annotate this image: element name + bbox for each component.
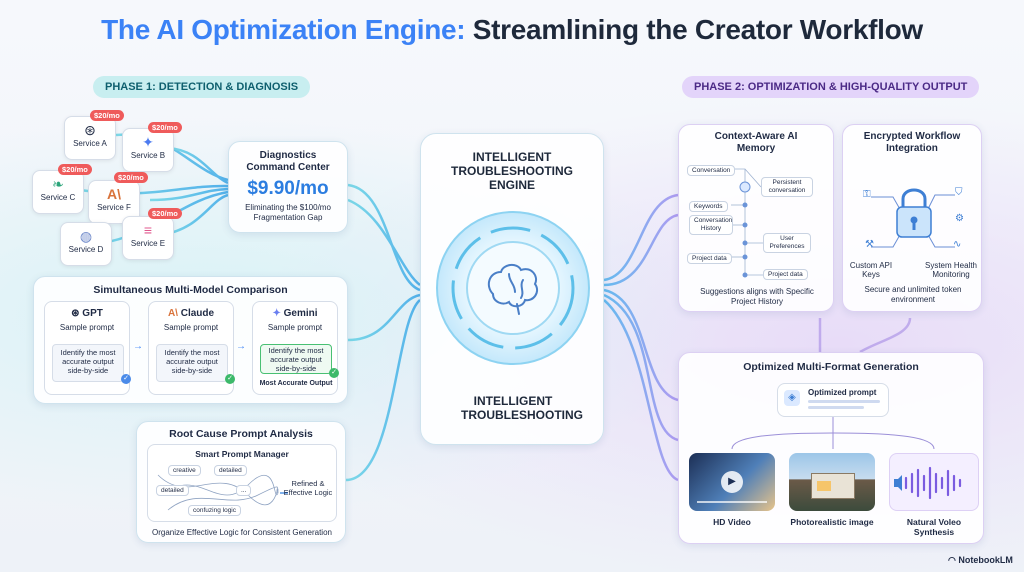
leaf-icon: ❧ bbox=[52, 176, 64, 192]
service-b-card[interactable]: ✦ Service B bbox=[122, 128, 174, 172]
tag-detailed-2: detailed bbox=[156, 485, 189, 496]
prompt-manager-title: Smart Prompt Manager bbox=[195, 449, 289, 459]
shell-icon: ◍ bbox=[79, 228, 93, 244]
notebook-icon: ◠ bbox=[948, 555, 959, 565]
window-shape bbox=[817, 481, 831, 491]
encrypted-caption: Secure and unlimited token environment bbox=[864, 285, 962, 304]
pulse-icon: ∿ bbox=[953, 239, 962, 250]
service-c-card[interactable]: ❧ Service C bbox=[32, 170, 84, 214]
anthropic-icon: A\ bbox=[107, 186, 121, 202]
model-gemini-card[interactable]: ✦ Gemini Sample prompt Identify the most… bbox=[252, 301, 339, 395]
memory-card: Context-Aware AI Memory Conversation Key… bbox=[678, 124, 834, 312]
play-icon[interactable]: ▶ bbox=[721, 471, 743, 493]
tag-confusing-logic: confuzing logic bbox=[188, 505, 241, 516]
memory-title: Context-Aware AI Memory bbox=[714, 131, 798, 154]
service-e-price: $20/mo bbox=[148, 208, 182, 219]
voice-synthesis-thumbnail[interactable] bbox=[889, 453, 979, 511]
engine-card: INTELLIGENT TROUBLESHOOTING ENGINE INTEL… bbox=[420, 133, 604, 445]
stack-icon: ≡ bbox=[143, 222, 153, 238]
anthropic-icon: A\ bbox=[167, 308, 181, 319]
tag-detailed: detailed bbox=[214, 465, 247, 476]
memory-tag-persistent: Persistent conversation bbox=[761, 177, 813, 197]
sparkle-icon: ✦ bbox=[272, 308, 284, 319]
hd-video-label: HD Video bbox=[713, 517, 751, 527]
memory-tag-history: Conversation History bbox=[689, 215, 733, 235]
lock-graphic bbox=[871, 188, 955, 248]
encrypted-title: Encrypted Workflow Integration bbox=[863, 131, 961, 154]
arrow-right-icon: → bbox=[236, 341, 246, 352]
photorealistic-image-thumbnail[interactable] bbox=[789, 453, 875, 511]
engine-title-top: INTELLIGENT TROUBLESHOOTING ENGINE bbox=[451, 150, 573, 192]
service-a-price: $20/mo bbox=[90, 110, 124, 121]
check-icon: ✓ bbox=[329, 368, 339, 378]
custom-api-keys-label: Custom API Keys bbox=[849, 261, 893, 279]
service-e-card[interactable]: ≡ Service E bbox=[122, 216, 174, 260]
brain-ring bbox=[436, 211, 590, 365]
gear-icon: ⚙ bbox=[955, 213, 964, 224]
brand-logo: ◠ NotebookLM bbox=[948, 555, 1013, 565]
prompt-manager-panel: Smart Prompt Manager creative detailed d… bbox=[147, 444, 337, 522]
model-claude-card[interactable]: A\ Claude Sample prompt Identify the mos… bbox=[148, 301, 235, 395]
diagnostics-card: Diagnostics Command Center $9.90/mo Elim… bbox=[228, 141, 348, 233]
memory-tag-project-data-2: Project data bbox=[763, 269, 808, 280]
arrow-right-icon: → bbox=[133, 341, 143, 352]
service-c-price: $20/mo bbox=[58, 164, 92, 175]
voice-synthesis-label: Natural Voleo Synthesis bbox=[906, 517, 962, 537]
openai-icon: ⊛ bbox=[84, 122, 96, 138]
tag-creative: creative bbox=[168, 465, 201, 476]
openai-icon: ⊛ bbox=[71, 308, 83, 319]
memory-tag-conversation: Conversation bbox=[687, 165, 736, 176]
memory-caption: Suggestions aligns with Specific Project… bbox=[700, 287, 814, 306]
system-health-label: System Health Monitoring bbox=[924, 261, 978, 279]
root-cause-title: Root Cause Prompt Analysis bbox=[169, 428, 313, 440]
optimized-prompt-box: ◈ Optimized prompt bbox=[777, 383, 889, 417]
memory-tag-project-data: Project data bbox=[687, 253, 732, 264]
diagnostics-price: $9.90/mo bbox=[247, 178, 329, 199]
text-line bbox=[808, 400, 880, 403]
model-gpt-output: Identify the most accurate output side-b… bbox=[52, 344, 124, 382]
check-icon: ✓ bbox=[225, 374, 235, 384]
service-d-card[interactable]: ◍ Service D bbox=[60, 222, 112, 266]
encrypted-card: Encrypted Workflow Integration ⚿ ⛉ ⚙ ∿ ⚒… bbox=[842, 124, 982, 312]
comparison-card: Simultaneous Multi-Model Comparison ⊛ GP… bbox=[33, 276, 348, 404]
key-icon: ⚿ bbox=[863, 189, 871, 200]
optimized-prompt-label: Optimized prompt bbox=[808, 388, 877, 397]
photorealistic-label: Photorealistic image bbox=[790, 517, 874, 527]
root-cause-caption: Organize Effective Logic for Consistent … bbox=[152, 528, 332, 537]
service-b-price: $20/mo bbox=[148, 122, 182, 133]
chip-icon: ◈ bbox=[784, 390, 800, 406]
generation-connectors bbox=[731, 417, 935, 450]
refined-logic-label: Refined & Effective Logic bbox=[283, 479, 333, 497]
root-cause-card: Root Cause Prompt Analysis Smart Prompt … bbox=[136, 421, 346, 543]
engine-title-bottom: INTELLIGENT TROUBLESHOOTING bbox=[461, 394, 583, 422]
comparison-title: Simultaneous Multi-Model Comparison bbox=[93, 284, 288, 296]
phase2-badge: PHASE 2: OPTIMIZATION & HIGH-QUALITY OUT… bbox=[682, 76, 980, 98]
generation-card: Optimized Multi-Format Generation ◈ Opti… bbox=[678, 352, 984, 544]
hd-video-thumbnail[interactable]: ▶ bbox=[689, 453, 775, 511]
diagnostics-title: Diagnostics Command Center bbox=[246, 150, 330, 173]
memory-tag-keywords: Keywords bbox=[689, 201, 728, 212]
service-a-card[interactable]: ⊛ Service A bbox=[64, 116, 116, 160]
sparkle-icon: ✦ bbox=[142, 134, 154, 150]
shield-icon: ⛉ bbox=[955, 187, 963, 198]
waveform-icon bbox=[894, 466, 962, 500]
progress-bar bbox=[697, 501, 767, 503]
generation-title: Optimized Multi-Format Generation bbox=[743, 361, 919, 373]
model-gemini-output: Identify the most accurate output side-b… bbox=[260, 344, 332, 374]
check-icon: ✓ bbox=[121, 374, 131, 384]
diagnostics-subtitle: Eliminating the $100/mo Fragmentation Ga… bbox=[245, 203, 331, 222]
phase1-badge: PHASE 1: DETECTION & DIAGNOSIS bbox=[93, 76, 311, 98]
model-claude-output: Identify the most accurate output side-b… bbox=[156, 344, 228, 382]
text-line bbox=[808, 406, 864, 409]
memory-graph bbox=[731, 168, 763, 278]
page-title: The AI Optimization Engine: Streamlining… bbox=[101, 14, 923, 45]
service-f-price: $20/mo bbox=[114, 172, 148, 183]
model-gpt-card[interactable]: ⊛ GPT Sample prompt Identify the most ac… bbox=[44, 301, 131, 395]
tag-ellipsis: ... bbox=[236, 485, 252, 496]
wrench-icon: ⚒ bbox=[865, 239, 874, 250]
memory-tag-preferences: User Preferences bbox=[763, 233, 811, 253]
best-output-label: Most Accurate Output bbox=[259, 380, 333, 387]
